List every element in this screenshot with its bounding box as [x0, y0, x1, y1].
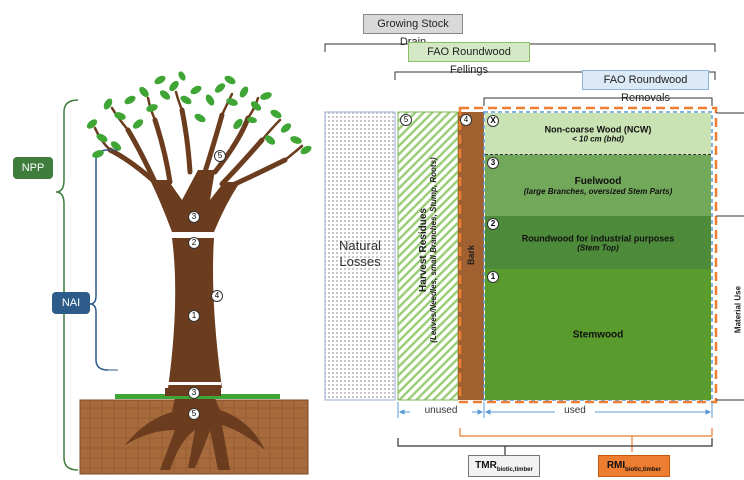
harvest-residues-column: [397, 111, 459, 401]
fellings-bracket: [394, 71, 716, 80]
harvest-residues-sub: (Leaves/Needles, small Branches, Stump, …: [429, 157, 438, 343]
tmr-label: TMR: [475, 460, 497, 471]
harvest-residues-title: Harvest Residues: [418, 208, 429, 292]
bark-marker: 4: [460, 114, 472, 126]
npp-brace: [55, 99, 79, 471]
unused-label: unused: [424, 405, 458, 416]
marker-branch-base: 3: [188, 211, 200, 223]
removals-outline: [483, 111, 713, 401]
segment-title: Non-coarse Wood (NCW): [544, 124, 652, 134]
segment-subtitle: (large Branches, oversized Stem Parts): [523, 186, 673, 196]
segment-subtitle: < 10 cm (bhd): [572, 134, 624, 143]
rmi-box: RMIbiotic,timber: [598, 455, 670, 477]
marker-roots: 5: [188, 408, 200, 420]
segment-marker: X: [487, 115, 499, 127]
segment-title: Roundwood for industrial purposes: [521, 233, 675, 243]
removals-bracket: [483, 97, 713, 106]
leaves: [86, 71, 312, 158]
nai-brace: [89, 149, 109, 371]
rmi-label: RMI: [606, 460, 626, 471]
tmr-box: TMRbiotic,timber: [468, 455, 540, 477]
tmr-bracket: [397, 438, 713, 447]
segment-marker: 3: [487, 157, 499, 169]
marker-stem-top: 2: [188, 237, 200, 249]
marker-stump: 3: [188, 387, 200, 399]
npp-badge: NPP: [13, 157, 53, 179]
fao-fellings-label: FAO Roundwood Fellings: [408, 42, 530, 76]
marker-stemwood: 1: [188, 310, 200, 322]
harvest-residues-label: Harvest Residues (Leaves/Needles, small …: [418, 130, 438, 370]
bark-label: Bark: [466, 245, 476, 266]
fao-removals-label: FAO Roundwood Removals: [582, 70, 709, 104]
segment-ncw: X Non-coarse Wood (NCW)< 10 cm (bhd): [485, 113, 711, 155]
marker-crown: 5: [214, 150, 226, 162]
segment-marker: 2: [487, 218, 499, 230]
natural-losses-label: Natural Losses: [339, 238, 381, 269]
rmi-sub: biotic,timber: [625, 467, 662, 473]
segment-marker: 1: [487, 271, 499, 283]
roots: [125, 398, 265, 470]
branches: [107, 107, 288, 187]
growing-stock-drain-label: Growing Stock Drain: [363, 14, 463, 48]
harvest-marker: 5: [400, 114, 412, 126]
used-label: used: [564, 405, 586, 416]
segment-title: Stemwood: [572, 329, 624, 340]
marker-bark: 4: [211, 290, 223, 302]
bark-column: [458, 112, 484, 400]
material-use-label: Material Use: [733, 285, 743, 334]
rmi-bracket: [459, 428, 713, 437]
segment-subtitle: (Stem Top): [577, 243, 619, 252]
tmr-sub: biotic,timber: [496, 467, 533, 473]
segment-title: Fuelwood: [574, 175, 622, 187]
nai-badge: NAI: [52, 292, 90, 314]
natural-losses-column: [324, 111, 396, 401]
crown-base: [150, 170, 240, 232]
rmi-outline: [458, 106, 718, 404]
